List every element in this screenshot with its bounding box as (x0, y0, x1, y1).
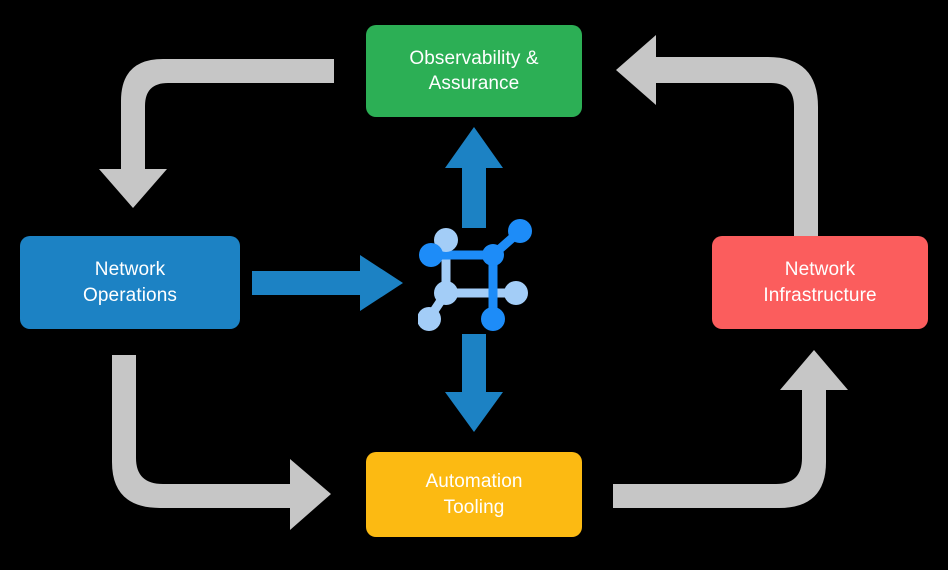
arrow-automation-to-infrastructure (613, 350, 848, 508)
arrow-operations-to-hub (252, 255, 403, 311)
hub-node-left-dark (419, 243, 443, 267)
hub-node-bottomleft-light (418, 307, 441, 331)
box-infrastructure-line1: Network (784, 259, 856, 281)
box-observability-assurance[interactable]: Observability & Assurance (366, 25, 582, 117)
hub-node-midleft-light (434, 281, 458, 305)
arrow-hub-to-automation (445, 334, 503, 432)
box-infrastructure-line2: Infrastructure (763, 284, 877, 306)
hub-node-center-dark (482, 244, 504, 266)
box-operations-line2: Operations (83, 284, 177, 306)
arrow-hub-to-observability (445, 127, 503, 228)
box-operations-line1: Network (94, 259, 166, 281)
box-observability-line2: Assurance (428, 73, 520, 94)
box-operations-label: Network Operations (83, 257, 177, 307)
box-observability-label: Observability & Assurance (409, 46, 538, 96)
arrow-operations-to-automation (112, 355, 331, 530)
box-automation-label: Automation Tooling (425, 469, 522, 519)
arrow-observability-to-operations (99, 59, 334, 208)
hub-node-top-light (434, 228, 458, 252)
box-network-infrastructure[interactable]: Network Infrastructure (712, 236, 928, 329)
box-network-operations[interactable]: Network Operations (20, 236, 240, 329)
hub-node-bottom-dark (481, 307, 505, 331)
box-automation-line1: Automation (425, 471, 523, 493)
box-observability-line1: Observability & (409, 47, 539, 69)
hub-node-topright-dark (508, 219, 532, 243)
hub-node-right-light (504, 281, 528, 305)
arrow-infrastructure-to-observability (616, 35, 818, 248)
box-automation-tooling[interactable]: Automation Tooling (366, 452, 582, 537)
box-automation-line2: Tooling (443, 496, 505, 518)
box-infrastructure-label: Network Infrastructure (763, 257, 876, 307)
network-graph-icon[interactable] (418, 218, 536, 336)
